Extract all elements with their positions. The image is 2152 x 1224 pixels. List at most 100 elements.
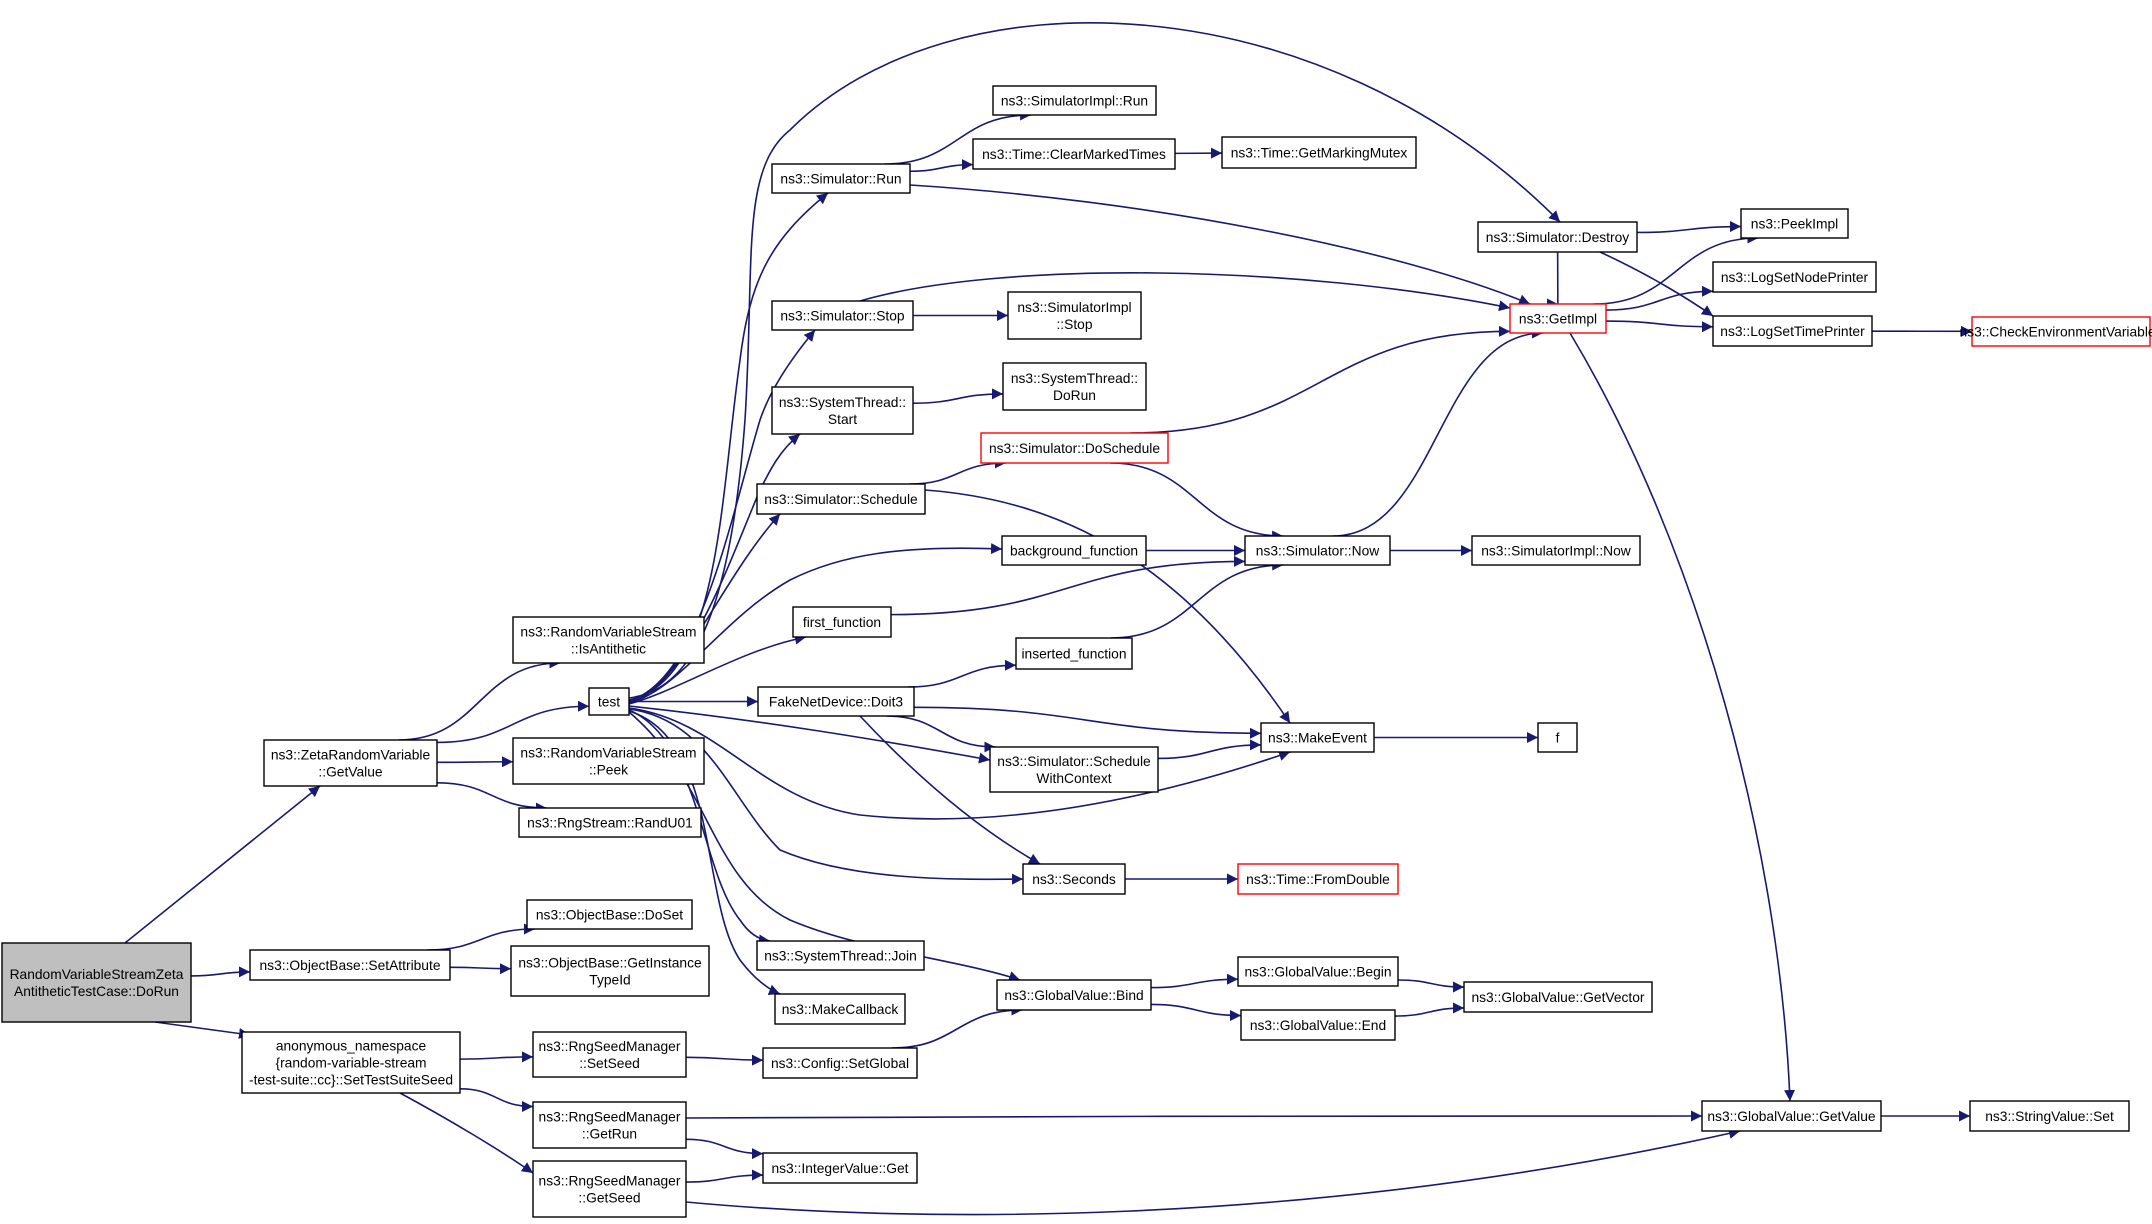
edge-sim_schedule-to-sim_doschedule [909, 457, 1006, 485]
node-isantithetic[interactable]: ns3::RandomVariableStream::IsAntithetic [512, 616, 705, 664]
node-label-time_getmarkingmutex-0: ns3::Time::GetMarkingMutex [1231, 146, 1408, 161]
node-globalvalue_getvalue[interactable]: ns3::GlobalValue::GetValue [1701, 1100, 1882, 1132]
node-box-time_fromdouble [1237, 863, 1399, 895]
node-label-systhread_join-0: ns3::SystemThread::Join [764, 949, 917, 964]
node-label-rng_setseed-0: ns3::RngSeedManager [539, 1039, 681, 1054]
node-label-rng_getseed-0: ns3::RngSeedManager [539, 1174, 681, 1189]
node-sim_stop[interactable]: ns3::Simulator::Stop [771, 300, 914, 331]
node-rng_getrun[interactable]: ns3::RngSeedManager::GetRun [532, 1101, 687, 1149]
node-sim_destroy[interactable]: ns3::Simulator::Destroy [1477, 221, 1638, 253]
node-f[interactable]: f [1537, 722, 1578, 753]
node-label-sim_schedulewithcontext-0: ns3::Simulator::Schedule [997, 754, 1151, 769]
node-box-globalvalue_getvalue [1701, 1100, 1882, 1132]
edge-first_function-to-sim_now [890, 555, 1246, 616]
edge-zeta_getvalue-to-isantithetic [398, 657, 561, 741]
edge-rng_getseed-to-globalvalue_getvalue [685, 1128, 1741, 1216]
node-label-peekimpl-0: ns3::PeekImpl [1751, 217, 1838, 232]
node-label-doset-0: ns3::ObjectBase::DoSet [536, 908, 683, 923]
edge-fakenet_doit3-to-sim_schedulewithcontext [886, 715, 996, 753]
node-seconds[interactable]: ns3::Seconds [1022, 863, 1126, 895]
node-label-setattribute-0: ns3::ObjectBase::SetAttribute [260, 958, 441, 973]
node-root[interactable]: RandomVariableStreamZetaAntitheticTestCa… [1, 942, 192, 1023]
node-doset[interactable]: ns3::ObjectBase::DoSet [526, 899, 693, 930]
node-zeta_getvalue[interactable]: ns3::ZetaRandomVariable::GetValue [263, 739, 438, 787]
node-box-integervalue_get [762, 1152, 918, 1184]
edge-rng_getrun-to-integervalue_get [685, 1138, 764, 1160]
edge-root-to-setattribute [190, 966, 251, 978]
node-getimpl[interactable]: ns3::GetImpl [1509, 303, 1607, 334]
node-peekimpl[interactable]: ns3::PeekImpl [1740, 208, 1849, 239]
node-simimpl_run[interactable]: ns3::SimulatorImpl::Run [992, 85, 1157, 116]
node-box-sim_schedulewithcontext [989, 746, 1159, 793]
node-test[interactable]: test [588, 687, 630, 716]
edge-test-to-sim_schedule [628, 513, 781, 704]
node-time_getmarkingmutex[interactable]: ns3::Time::GetMarkingMutex [1221, 136, 1417, 169]
node-lognodeprinter[interactable]: ns3::LogSetNodePrinter [1712, 261, 1877, 293]
node-systhread_start[interactable]: ns3::SystemThread::Start [771, 386, 914, 435]
edge-sim_destroy-to-peekimpl [1636, 221, 1742, 234]
node-logtimeprinter[interactable]: ns3::LogSetTimePrinter [1712, 315, 1873, 347]
node-label-root-1: AntitheticTestCase::DoRun [14, 984, 179, 999]
node-box-rng_setseed [532, 1031, 687, 1078]
node-first_function[interactable]: first_function [792, 606, 892, 638]
node-box-stringvalue_set [1969, 1100, 2130, 1132]
node-label-test-0: test [598, 695, 620, 710]
node-sim_run[interactable]: ns3::Simulator::Run [771, 163, 911, 194]
node-peek[interactable]: ns3::RandomVariableStream::Peek [512, 737, 705, 785]
edge-rng_setseed-to-config_setglobal [685, 1054, 764, 1066]
node-box-globalvalue_getvector [1463, 981, 1653, 1013]
node-inserted_function[interactable]: inserted_function [1015, 637, 1133, 670]
node-anon_seed[interactable]: anonymous_namespace{random-variable-stre… [241, 1031, 461, 1094]
node-box-makecallback [774, 993, 906, 1025]
node-sim_schedule[interactable]: ns3::Simulator::Schedule [756, 483, 926, 515]
edge-test-to-first_function [628, 633, 807, 705]
node-globalvalue_getvector[interactable]: ns3::GlobalValue::GetVector [1463, 981, 1653, 1013]
node-globalvalue_begin[interactable]: ns3::GlobalValue::Begin [1237, 956, 1399, 987]
node-label-simimpl_stop-1: ::Stop [1056, 317, 1092, 332]
node-globalvalue_bind[interactable]: ns3::GlobalValue::Bind [996, 979, 1152, 1011]
edge-test-to-background_function [628, 543, 1003, 704]
node-label-sim_schedulewithcontext-1: WithContext [1036, 771, 1111, 786]
node-makeevent[interactable]: ns3::MakeEvent [1260, 722, 1375, 753]
node-stringvalue_set[interactable]: ns3::StringValue::Set [1969, 1100, 2130, 1132]
node-box-root [1, 942, 192, 1023]
node-time_fromdouble[interactable]: ns3::Time::FromDouble [1237, 863, 1399, 895]
node-label-simimpl_stop-0: ns3::SimulatorImpl [1017, 300, 1131, 315]
node-rng_setseed[interactable]: ns3::RngSeedManager::SetSeed [532, 1031, 687, 1078]
node-checkenv[interactable]: ns3::CheckEnvironmentVariables [1960, 316, 2152, 347]
node-config_setglobal[interactable]: ns3::Config::SetGlobal [762, 1047, 918, 1079]
node-setattribute[interactable]: ns3::ObjectBase::SetAttribute [249, 949, 451, 981]
node-box-inserted_function [1015, 637, 1133, 670]
node-simimpl_stop[interactable]: ns3::SimulatorImpl::Stop [1007, 291, 1142, 340]
edge-layer [124, 22, 1973, 1216]
node-simimpl_now[interactable]: ns3::SimulatorImpl::Now [1471, 535, 1641, 566]
node-label-f-0: f [1556, 731, 1560, 746]
node-systhread_join[interactable]: ns3::SystemThread::Join [756, 940, 925, 971]
node-label-integervalue_get-0: ns3::IntegerValue::Get [771, 1161, 908, 1176]
node-globalvalue_end[interactable]: ns3::GlobalValue::End [1240, 1009, 1396, 1041]
edge-root-to-anon_seed [154, 1021, 251, 1039]
node-box-sim_schedule [756, 483, 926, 515]
node-sim_doschedule[interactable]: ns3::Simulator::DoSchedule [980, 432, 1169, 464]
node-label-randu01-0: ns3::RngStream::RandU01 [527, 816, 693, 831]
node-randu01[interactable]: ns3::RngStream::RandU01 [518, 807, 702, 838]
node-label-systhread_dorun-1: DoRun [1053, 388, 1096, 403]
node-label-isantithetic-1: ::IsAntithetic [571, 642, 646, 657]
node-label-simimpl_run-0: ns3::SimulatorImpl::Run [1001, 94, 1148, 109]
node-box-peekimpl [1740, 208, 1849, 239]
node-fakenet_doit3[interactable]: FakeNetDevice::Doit3 [757, 686, 915, 717]
node-integervalue_get[interactable]: ns3::IntegerValue::Get [762, 1152, 918, 1184]
node-label-globalvalue_end-0: ns3::GlobalValue::End [1250, 1018, 1386, 1033]
node-time_clearmarked[interactable]: ns3::Time::ClearMarkedTimes [972, 138, 1176, 170]
node-label-anon_seed-2: -test-suite::cc}::SetTestSuiteSeed [249, 1073, 453, 1088]
node-systhread_dorun[interactable]: ns3::SystemThread::DoRun [1002, 362, 1147, 411]
node-background_function[interactable]: background_function [1001, 535, 1147, 566]
node-sim_now[interactable]: ns3::Simulator::Now [1244, 535, 1391, 566]
node-rng_getseed[interactable]: ns3::RngSeedManager::GetSeed [532, 1160, 687, 1218]
node-makecallback[interactable]: ns3::MakeCallback [774, 993, 906, 1025]
node-label-anon_seed-0: anonymous_namespace [276, 1039, 427, 1054]
node-label-getimpl-0: ns3::GetImpl [1519, 312, 1597, 327]
node-box-test [588, 687, 630, 716]
